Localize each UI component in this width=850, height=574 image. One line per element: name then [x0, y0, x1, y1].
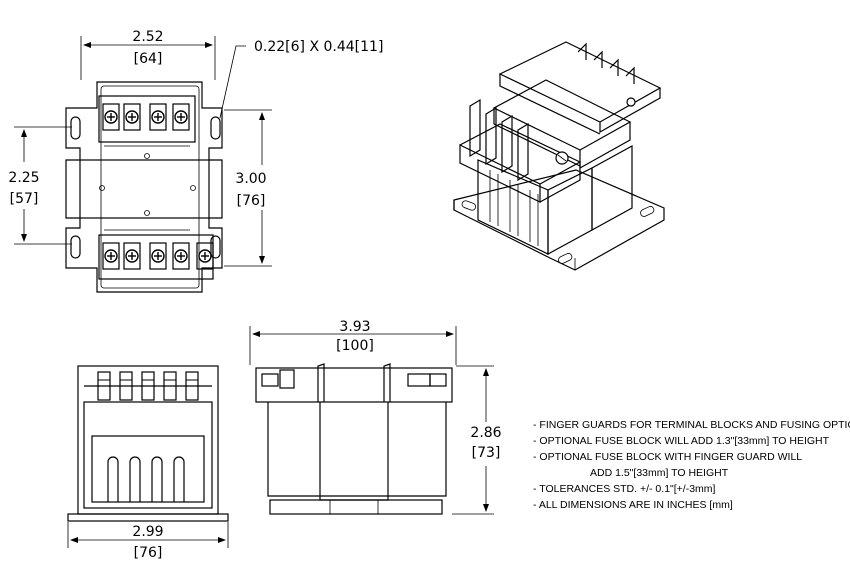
- side-view: 3.93 [100] 2.86 [73]: [249, 319, 502, 515]
- front-view-fingers: [107, 456, 185, 502]
- notes: - FINGER GUARDS FOR TERMINAL BLOCKS AND …: [533, 419, 850, 511]
- body-fins: [489, 170, 539, 246]
- front-width-mm: [76]: [134, 545, 163, 561]
- top-width-in: 2.52: [132, 29, 163, 45]
- front-view: 2.99 [76]: [67, 365, 229, 561]
- overall-height-mm: [76]: [237, 193, 266, 209]
- top-view: 2.52 [64] 0.22[6] X 0.44[11] 2.25 [57] 3…: [8, 29, 383, 293]
- front-width-in: 2.99: [132, 524, 163, 540]
- note-3-continued: ADD 1.5"[33mm] TO HEIGHT: [590, 467, 729, 479]
- terminal-screw: [123, 242, 141, 270]
- side-width-in: 3.93: [339, 319, 370, 335]
- side-width-mm: [100]: [336, 338, 374, 354]
- top-terminals: [577, 42, 636, 107]
- mount-height-mm: [57]: [10, 191, 39, 207]
- terminal-screw: [102, 103, 120, 131]
- slot-dimension: 0.22[6] X 0.44[11]: [254, 39, 383, 55]
- terminal-screw: [149, 103, 167, 131]
- note-1: - FINGER GUARDS FOR TERMINAL BLOCKS AND …: [533, 419, 850, 431]
- terminal-screw: [123, 103, 141, 131]
- side-height-in: 2.86: [470, 425, 501, 441]
- top-width-mm: [64]: [134, 51, 163, 67]
- overall-height-in: 3.00: [235, 171, 266, 187]
- note-3: - OPTIONAL FUSE BLOCK WITH FINGER GUARD …: [533, 451, 802, 463]
- terminal-screws-top: [102, 103, 190, 131]
- mount-height-in: 2.25: [8, 170, 39, 186]
- terminal-screw: [102, 242, 120, 270]
- front-terminals: [469, 98, 529, 182]
- note-2: - OPTIONAL FUSE BLOCK WILL ADD 1.3"[33mm…: [533, 435, 830, 447]
- isometric-view: [453, 41, 665, 271]
- note-5: - ALL DIMENSIONS ARE IN INCHES [mm]: [533, 499, 733, 511]
- terminal-screw: [196, 242, 214, 270]
- terminal-screw: [149, 242, 167, 270]
- note-4: - TOLERANCES STD. +/- 0.1"[+/-3mm]: [533, 483, 716, 495]
- side-height-mm: [73]: [472, 445, 501, 461]
- terminal-screw: [172, 103, 190, 131]
- terminal-screw: [172, 242, 190, 270]
- terminal-screws-bottom: [102, 242, 214, 270]
